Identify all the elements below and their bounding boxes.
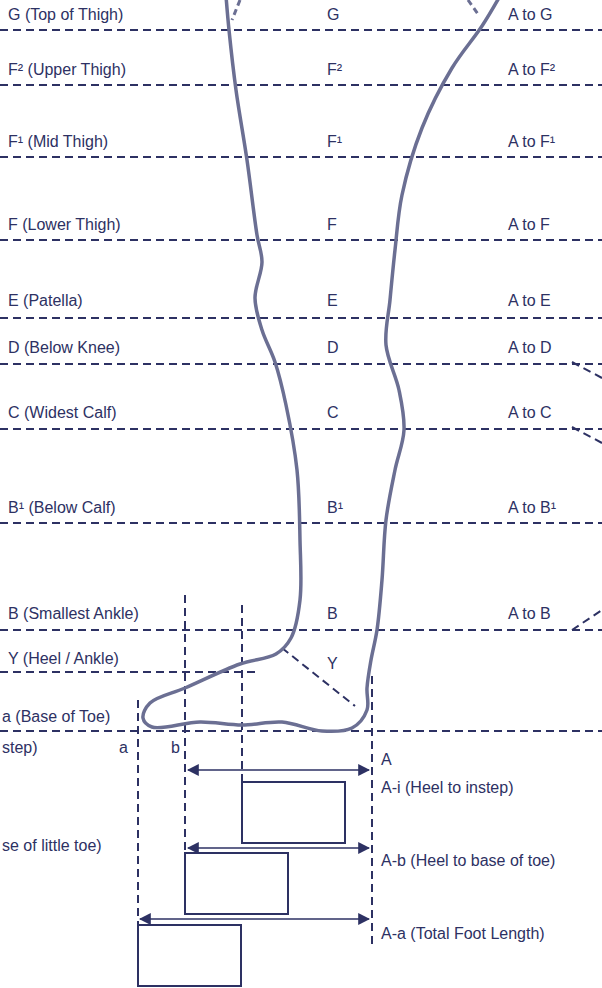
guide-line [282,648,355,706]
dimension-arrow [188,847,369,849]
measure-letter: G [325,5,341,25]
measure-name: F¹ (Mid Thigh) [6,132,110,152]
measure-line [0,629,602,631]
measure-line [0,428,602,430]
entry-box [242,782,345,843]
foot-label: b [169,738,182,758]
entry-box [138,925,241,986]
foot-label: A-a (Total Foot Length) [379,924,547,944]
foot-label: se of little toe) [0,836,104,856]
foot-label: step) [0,738,40,758]
measure-name: Y (Heel / Ankle) [6,649,121,669]
foot-label: A-b (Heel to base of toe) [379,851,557,871]
measure-line [0,239,602,241]
measure-name: F² (Upper Thigh) [6,60,128,80]
measure-name: B (Smallest Ankle) [6,604,141,624]
guide-line [371,676,373,948]
measure-line [0,730,602,732]
measure-name: B¹ (Below Calf) [6,498,118,518]
foot-label: a [117,738,130,758]
measure-line [0,317,602,319]
dimension-arrow [188,769,369,771]
guide-line [572,427,602,443]
measure-length: A to B¹ [506,498,558,518]
entry-box [185,853,288,914]
measure-letter: E [325,291,340,311]
measure-letter: B¹ [325,498,345,518]
measure-length: A to F¹ [506,132,557,152]
measure-length: A to F [506,215,552,235]
measure-length: A to F² [506,60,557,80]
measure-length: A to E [506,291,553,311]
measure-line [0,29,602,31]
measure-letter: C [325,403,341,423]
measure-length: A to C [506,403,554,423]
measure-line [0,363,602,365]
foot-label: A [379,750,394,770]
foot-label: a (Base of Toe) [0,707,112,727]
foot-label: A-i (Heel to instep) [379,778,516,798]
measure-name: F (Lower Thigh) [6,215,123,235]
measure-name: D (Below Knee) [6,338,122,358]
measure-letter: F¹ [325,132,344,152]
measure-letter: F [325,215,339,235]
guide-line [137,700,139,925]
measure-letter: Y [325,654,340,674]
measure-name: C (Widest Calf) [6,403,118,423]
measure-line [0,84,602,86]
measure-letter: B [325,604,340,624]
measure-length: A to B [506,604,553,624]
guide-line [241,605,243,782]
guide-line [572,610,602,630]
guide-line [572,362,602,378]
measure-name: G (Top of Thigh) [6,5,125,25]
dimension-arrow [140,918,369,920]
leg-figure [143,0,500,731]
measure-length: A to G [506,5,554,25]
measure-line [0,156,602,158]
measure-length: A to D [506,338,554,358]
measure-letter: D [325,338,341,358]
hip-mark [468,0,478,14]
leg-outline [143,0,500,731]
hip-mark [232,0,240,20]
measure-letter: F² [325,60,344,80]
measure-name: E (Patella) [6,291,85,311]
